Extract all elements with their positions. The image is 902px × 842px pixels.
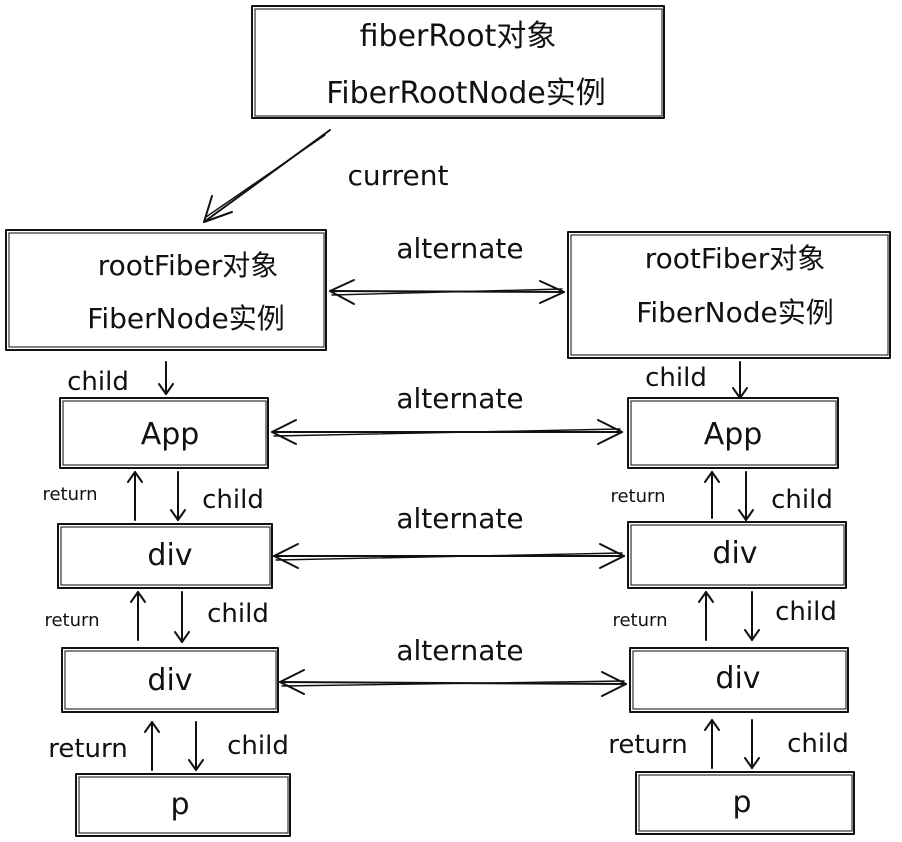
right-p-label: p	[732, 785, 751, 820]
left-return-arrow-3	[144, 721, 160, 771]
right-div-box-1: div	[627, 521, 847, 589]
left-app-label: App	[141, 417, 200, 452]
current-arrow	[203, 129, 331, 223]
alternate-arrow-root	[329, 279, 565, 305]
left-child-arrow-1	[170, 471, 186, 521]
right-child-arrow-2	[744, 591, 760, 641]
right-app-box: App	[627, 397, 839, 469]
left-app-box: App	[59, 397, 269, 469]
alternate-arrow-div-2	[279, 669, 627, 697]
left-return-label-3: return	[48, 734, 128, 764]
right-p-box: p	[635, 771, 855, 835]
left-child-label-root: child	[67, 367, 129, 397]
left-child-label-2: child	[207, 599, 269, 629]
left-return-arrow-2	[130, 591, 146, 641]
right-child-label-1: child	[771, 485, 833, 515]
alternate-arrow-div-1	[273, 543, 625, 569]
left-return-label-1: return	[42, 484, 97, 505]
right-root-fiber-subtitle: FiberNode实例	[636, 296, 833, 329]
left-child-arrow-2	[174, 591, 190, 643]
left-p-label: p	[170, 787, 189, 822]
right-child-arrow-root	[732, 361, 748, 399]
alternate-arrow-app	[271, 419, 623, 445]
left-return-label-2: return	[44, 610, 99, 631]
right-return-arrow-3	[704, 719, 720, 769]
left-p-box: p	[75, 773, 291, 837]
left-root-fiber-title: rootFiber对象	[98, 249, 279, 282]
right-return-arrow-1	[704, 471, 720, 519]
alternate-label-root: alternate	[396, 232, 523, 265]
right-app-label: App	[704, 417, 763, 452]
right-div-label-1: div	[712, 536, 757, 571]
left-return-arrow-1	[127, 471, 143, 521]
left-div-box-1: div	[57, 523, 273, 589]
left-child-label-3: child	[227, 731, 289, 761]
fiber-root-box: fiberRoot对象 FiberRootNode实例	[251, 5, 665, 119]
right-return-arrow-2	[698, 591, 714, 641]
right-root-fiber-box: rootFiber对象 FiberNode实例	[567, 231, 891, 359]
alternate-label-div-1: alternate	[396, 502, 523, 535]
alternate-label-div-2: alternate	[396, 634, 523, 667]
left-root-fiber-box: rootFiber对象 FiberNode实例	[5, 229, 327, 351]
right-child-label-2: child	[775, 597, 837, 627]
right-child-arrow-1	[738, 471, 754, 521]
current-label: current	[347, 159, 448, 192]
left-child-arrow-3	[188, 721, 204, 771]
fiber-root-subtitle: FiberRootNode实例	[326, 76, 606, 111]
right-child-label-root: child	[645, 363, 707, 393]
right-return-label-3: return	[608, 730, 688, 760]
left-child-label-1: child	[202, 485, 264, 515]
right-return-label-2: return	[612, 610, 667, 631]
right-child-arrow-3	[744, 719, 760, 769]
right-div-label-2: div	[715, 661, 760, 696]
left-div-label-2: div	[147, 663, 192, 698]
right-div-box-2: div	[629, 647, 849, 713]
left-div-box-2: div	[61, 647, 279, 713]
fiber-root-title: fiberRoot对象	[360, 19, 557, 54]
left-root-fiber-subtitle: FiberNode实例	[87, 302, 284, 335]
right-child-label-3: child	[787, 729, 849, 759]
right-return-label-1: return	[610, 486, 665, 507]
left-div-label-1: div	[147, 538, 192, 573]
left-child-arrow-root	[158, 361, 174, 395]
right-root-fiber-title: rootFiber对象	[645, 242, 826, 275]
alternate-label-app: alternate	[396, 382, 523, 415]
